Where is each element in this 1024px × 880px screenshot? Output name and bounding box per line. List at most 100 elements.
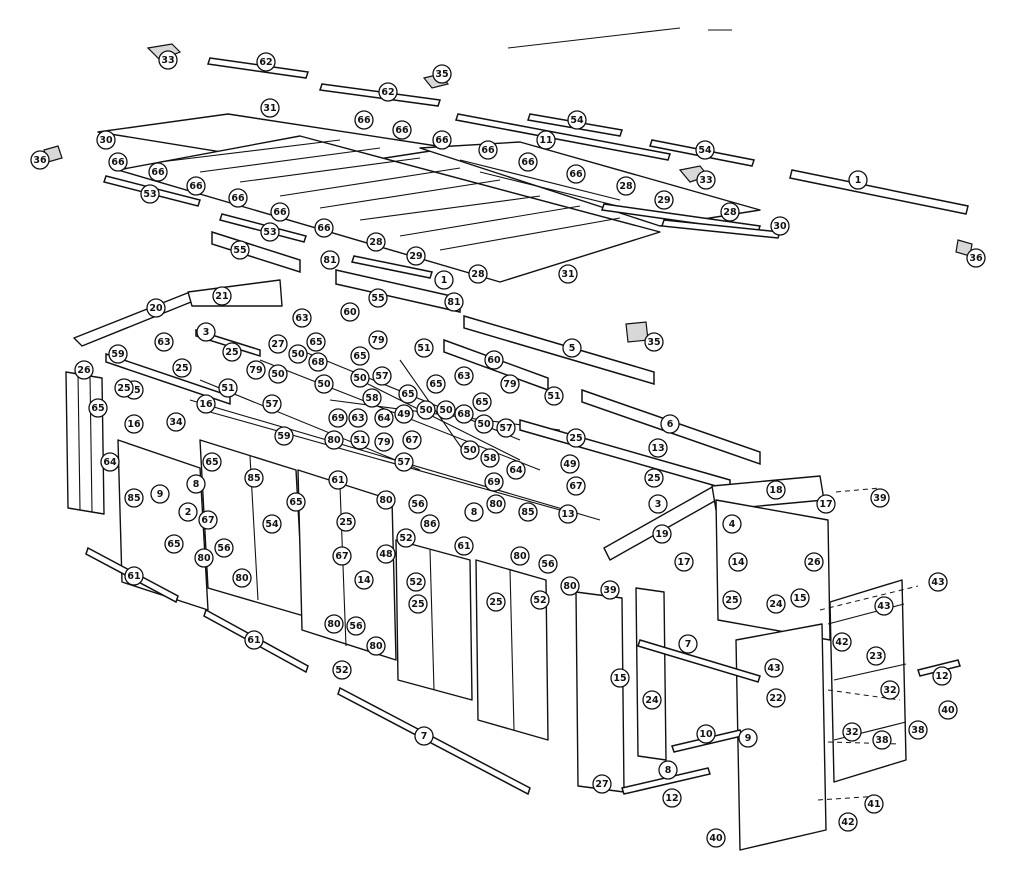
callout-circle (454, 366, 474, 386)
callout-number: 28 (723, 207, 737, 218)
part-callout-c94: 57 (496, 418, 516, 438)
callout-circle (172, 358, 192, 378)
callout-number: 26 (77, 365, 91, 376)
part-callout-c128: 13 (558, 504, 578, 524)
callout-circle (592, 774, 612, 794)
part-callout-c164: 43 (764, 658, 784, 678)
callout-number: 16 (199, 399, 213, 410)
part-callout-c80: 63 (348, 408, 368, 428)
callout-number: 66 (395, 125, 409, 136)
callout-number: 7 (421, 731, 428, 742)
callout-circle (558, 264, 578, 284)
callout-circle (464, 502, 484, 522)
part-callout-c110: 8 (186, 474, 206, 494)
callout-number: 25 (225, 347, 238, 358)
callout-number: 85 (127, 493, 140, 504)
callout-circle (654, 190, 674, 210)
callout-circle (260, 222, 280, 242)
part-callout-c138: 14 (728, 552, 748, 572)
callout-number: 34 (169, 417, 183, 428)
callout-circle (432, 130, 452, 150)
callout-circle (374, 408, 394, 428)
callout-circle (644, 468, 664, 488)
callout-circle (838, 812, 858, 832)
side-wall-panel-3 (297, 469, 397, 661)
callout-number: 80 (327, 435, 341, 446)
callout-number: 15 (793, 593, 806, 604)
callout-circle (696, 170, 716, 190)
callout-circle (320, 250, 340, 270)
callout-circle (472, 392, 492, 412)
part-callout-c116: 80 (486, 494, 506, 514)
part-callout-c160: 80 (324, 614, 344, 634)
callout-number: 23 (869, 651, 882, 662)
callout-circle (262, 514, 282, 534)
callout-number: 25 (647, 473, 660, 484)
part-callout-c6: 66 (354, 110, 374, 130)
callout-number: 27 (595, 779, 608, 790)
callout-circle (256, 52, 276, 72)
callout-circle (766, 480, 786, 500)
callout-number: 19 (655, 529, 668, 540)
part-callout-c24: 66 (228, 188, 248, 208)
callout-circle (368, 288, 388, 308)
callout-circle (30, 150, 50, 170)
callout-number: 65 (289, 497, 302, 508)
part-callout-c75: 65 (88, 398, 108, 418)
part-callout-c147: 52 (406, 572, 426, 592)
callout-number: 17 (819, 499, 832, 510)
callout-number: 25 (175, 363, 188, 374)
callout-number: 57 (265, 399, 278, 410)
callout-circle (212, 286, 232, 306)
part-callout-c108: 67 (566, 476, 586, 496)
gable-part-21 (187, 279, 283, 307)
callout-number: 59 (277, 431, 290, 442)
callout-number: 68 (457, 409, 471, 420)
callout-number: 65 (475, 397, 488, 408)
part-callout-c144: 56 (538, 554, 558, 574)
part-callout-c92: 79 (374, 432, 394, 452)
callout-number: 14 (731, 557, 745, 568)
rail-part-1-mid (351, 255, 433, 279)
callout-number: 28 (471, 269, 485, 280)
part-callout-c158: 23 (866, 646, 886, 666)
part-callout-c168: 22 (766, 688, 786, 708)
callout-circle (678, 634, 698, 654)
callout-circle (832, 632, 852, 652)
part-callout-c134: 80 (194, 548, 214, 568)
callout-number: 61 (127, 571, 140, 582)
part-callout-c70: 25 (114, 378, 134, 398)
callout-circle (124, 414, 144, 434)
callout-circle (314, 374, 334, 394)
callout-number: 16 (127, 419, 141, 430)
callout-circle (706, 828, 726, 848)
callout-circle (230, 240, 250, 260)
callout-number: 66 (435, 135, 449, 146)
callout-circle (938, 700, 958, 720)
part-callout-c52: 27 (268, 334, 288, 354)
callout-number: 13 (651, 443, 664, 454)
callout-number: 24 (769, 599, 783, 610)
callout-number: 50 (271, 369, 285, 380)
callout-circle (218, 378, 238, 398)
callout-number: 57 (375, 371, 388, 382)
callout-circle (374, 432, 394, 452)
part-callout-c42: 81 (444, 292, 464, 312)
callout-number: 12 (665, 793, 678, 804)
part-callout-c135: 56 (214, 538, 234, 558)
callout-circle (558, 504, 578, 524)
callout-circle (166, 412, 186, 432)
part-callout-c177: 38 (908, 720, 928, 740)
part-callout-c125: 25 (336, 512, 356, 532)
callout-number: 80 (369, 641, 383, 652)
part-callout-c124: 54 (262, 514, 282, 534)
callout-number: 20 (149, 303, 163, 314)
callout-number: 33 (161, 55, 174, 66)
callout-circle (496, 418, 516, 438)
part-callout-c84: 50 (436, 400, 456, 420)
callout-circle (652, 524, 672, 544)
callout-number: 66 (231, 193, 245, 204)
callout-number: 64 (103, 457, 117, 468)
callout-number: 50 (419, 405, 433, 416)
callout-circle (406, 246, 426, 266)
